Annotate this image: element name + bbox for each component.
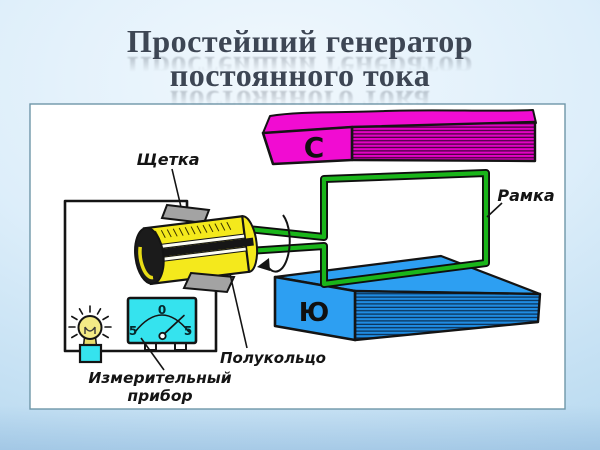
meter-scale-right: 5 (184, 324, 192, 338)
commutator (134, 215, 259, 286)
slide-title: Простейший генератор Простейший генерато… (0, 0, 600, 120)
bulb-filament (84, 326, 96, 334)
magnet-north: С (261, 109, 537, 166)
leader-line-meter (140, 337, 165, 371)
label-meter-line2: прибор (127, 387, 192, 405)
label-meter-line1: Измерительный (88, 369, 231, 387)
meter-scale-left: 5 (129, 324, 137, 338)
title-line-2: постоянного тока постоянного тока (0, 57, 600, 120)
leader-lines (140, 168, 503, 371)
meter-scale-arc (134, 314, 190, 333)
label-frame: Рамка (497, 186, 554, 205)
meter-needle-pivot (158, 331, 167, 341)
meter-scale-zero: 0 (158, 303, 166, 317)
rotation-arrow-icon (257, 214, 291, 273)
circuit-wire (63, 199, 218, 353)
label-brush: Щетка (137, 150, 200, 169)
title-line-2-text: постоянного тока (169, 57, 431, 93)
magnet-north-side-face (350, 120, 537, 163)
label-half-ring: Полукольцо (220, 349, 326, 367)
commutator-inner-wall (138, 246, 154, 280)
frame-wire (244, 169, 490, 288)
leader-line-half-ring (229, 273, 248, 349)
leader-line-brush (171, 168, 182, 208)
meter-body (126, 296, 198, 345)
brush-bottom (182, 271, 236, 294)
frame-wire-core (245, 170, 489, 287)
leader-line-frame (486, 202, 503, 218)
title-line-1: Простейший генератор Простейший генерато… (0, 23, 600, 86)
bulb-glass (77, 315, 103, 340)
bulb-base (78, 343, 103, 364)
magnet-south-letter: Ю (299, 298, 330, 328)
meter-gauge: 5 0 5 (126, 296, 198, 351)
bulb-icon (68, 305, 112, 364)
commutator-axle-gap (135, 237, 254, 260)
title-line-1-text: Простейший генератор (126, 23, 474, 59)
magnet-north-letter: С (304, 131, 325, 164)
bulb-rays (68, 305, 112, 339)
magnet-north-front-face (261, 125, 354, 166)
